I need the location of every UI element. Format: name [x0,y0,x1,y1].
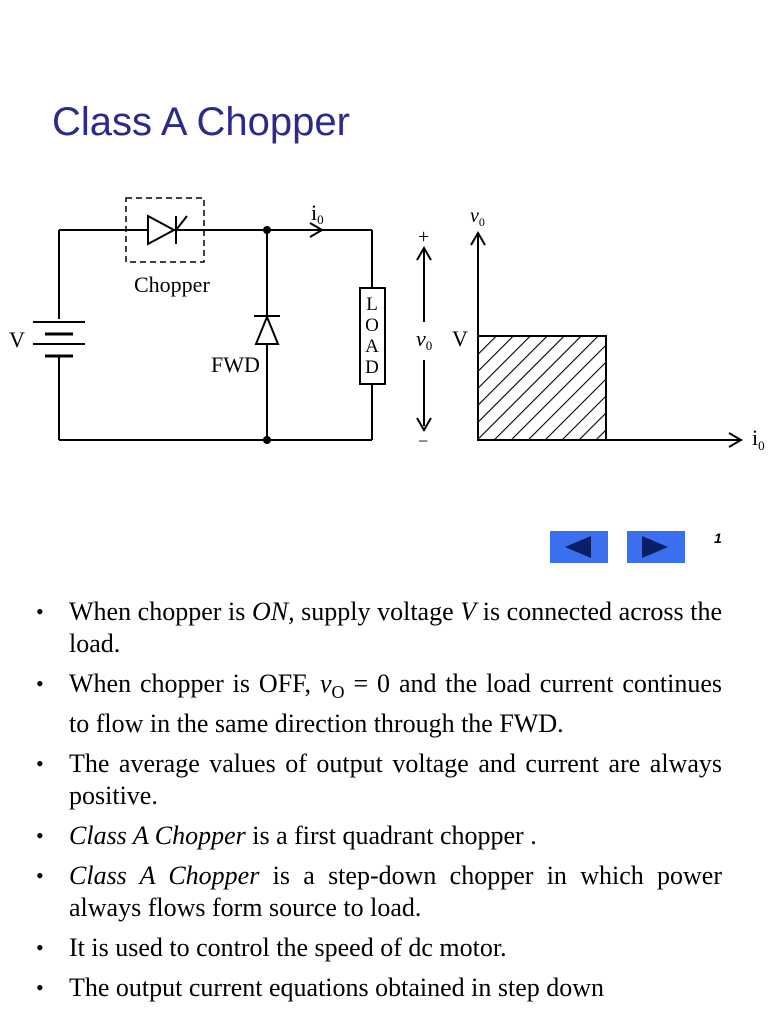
list-item: It is used to control the speed of dc mo… [36,932,722,964]
page-title: Class A Chopper [52,100,350,144]
vo-arrow-up-icon [416,246,432,261]
current-sub: 0 [317,212,324,227]
thyristor-icon [147,214,177,246]
class-a-chopper-diagram: Chopper V FWD i0 v0 + − v0 V i0 L O A D [9,197,765,453]
list-item: The average values of output voltage and… [36,748,722,812]
bullet-list: When chopper is ON, supply voltage V is … [36,596,722,1012]
page-number: 1 [714,530,722,546]
level-label: V [452,326,468,351]
thyristor-gate [175,215,188,231]
current-label: i0 [311,200,324,227]
vo-label: v0 [416,326,432,353]
load-letter: D [365,357,379,378]
source-label: V [9,327,25,352]
next-slide-button[interactable] [627,531,685,563]
vo-sub: 0 [426,338,433,353]
prev-slide-button[interactable] [550,531,608,563]
x-axis-arrow-icon [728,432,743,448]
load-letter: L [366,294,378,315]
vo-arrow-down-icon [416,417,432,432]
junction-dot-top [263,226,271,234]
list-item: The output current equations obtained in… [36,972,722,1004]
x-axis-label: i0 [752,425,765,453]
y-axis-arrow-icon [470,231,486,246]
operating-region [477,335,607,441]
list-item: When chopper is OFF, vO = 0 and the load… [36,668,722,740]
y-axis-label: v0 [470,205,485,229]
current-arrow-icon [309,222,324,238]
load-letter: A [365,336,379,357]
junction-dot-bottom [263,436,271,444]
x-axis-sub: 0 [758,438,765,453]
list-item: Class A Chopper is a step-down chopper i… [36,860,722,924]
list-item: Class A Chopper is a first quadrant chop… [36,820,722,852]
plus-sign: + [418,226,429,248]
chopper-label: Chopper [134,272,210,297]
fwd-label: FWD [211,352,260,377]
chopper-dashed-box [125,197,205,263]
right-triangle-icon [642,536,668,558]
minus-sign: − [418,431,428,451]
load-box [359,287,386,385]
load-letter: O [365,315,379,336]
left-triangle-icon [565,536,591,558]
fwd-diode-icon [254,314,280,345]
y-axis-sub: 0 [479,215,485,229]
list-item: When chopper is ON, supply voltage V is … [36,596,722,660]
